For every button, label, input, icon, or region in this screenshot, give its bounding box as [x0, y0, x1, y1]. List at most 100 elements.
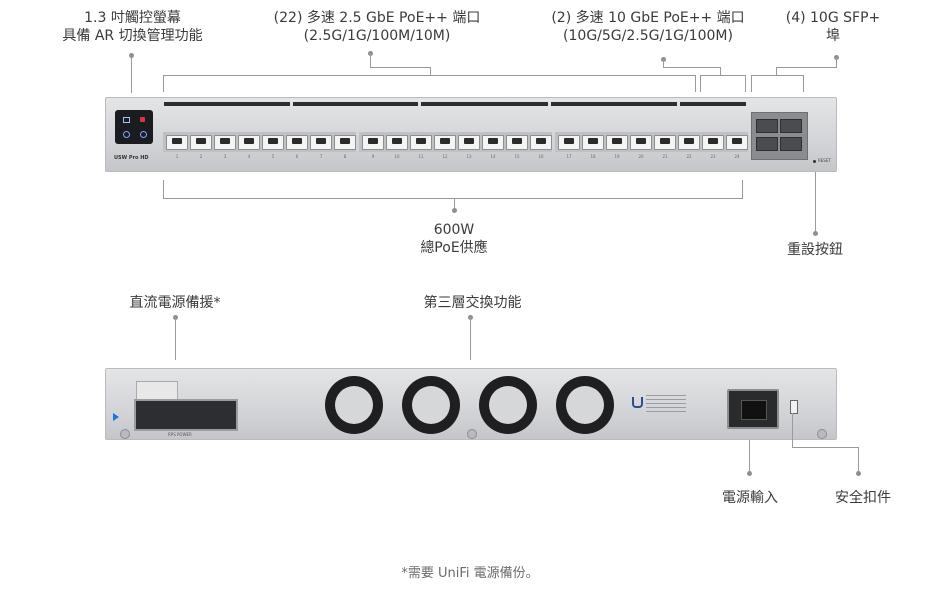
- rj45-port-16[interactable]: [530, 135, 552, 150]
- leader-sfp-h1: [776, 67, 837, 68]
- port-number-label: 24: [734, 154, 740, 159]
- screen-icon-bl: [123, 131, 130, 138]
- security-lock-slot[interactable]: [790, 400, 798, 414]
- rj45-port-9[interactable]: [362, 135, 384, 150]
- port-number-label: 23: [710, 154, 716, 159]
- touchscreen-label-line2: 具備 AR 切換管理功能: [62, 28, 203, 44]
- rj45-port-8[interactable]: [334, 135, 356, 150]
- leader-10g-h1: [663, 67, 720, 68]
- rj45-port-17[interactable]: [558, 135, 580, 150]
- leader-sfp-v2: [776, 67, 777, 75]
- port-number-label: 2: [199, 154, 203, 159]
- rj45-port-4[interactable]: [238, 135, 260, 150]
- ports-10g-label-line1: (2) 多速 10 GbE PoE++ 端口: [551, 10, 745, 26]
- leader-rps: [175, 317, 176, 360]
- rj45-port-14[interactable]: [482, 135, 504, 150]
- rj45-port-13[interactable]: [458, 135, 480, 150]
- rj45-port-24[interactable]: [726, 135, 748, 150]
- footnote: *需要 UniFi 電源備份。: [401, 566, 539, 581]
- poe-bar-4: [551, 102, 677, 106]
- rj45-port-7[interactable]: [310, 135, 332, 150]
- ports-25g-label-line2: (2.5G/1G/100M/10M): [303, 28, 451, 44]
- bracket-25g-right: [695, 75, 696, 92]
- rj45-port-19[interactable]: [606, 135, 628, 150]
- port-number-label: 10: [394, 154, 400, 159]
- touchscreen-display[interactable]: [115, 110, 153, 144]
- port-number-label: 7: [319, 154, 323, 159]
- rj45-port-18[interactable]: [582, 135, 604, 150]
- ubiquiti-logo-icon: [632, 397, 643, 408]
- leader-touchscreen-dot: [129, 53, 134, 58]
- bracket-10g-right: [745, 75, 746, 92]
- sfp-label-line2: 埠: [826, 28, 840, 44]
- rj45-port-5[interactable]: [262, 135, 284, 150]
- sfp-label-line1: (4) 10G SFP+: [785, 10, 881, 26]
- rear-screw-mid: [467, 429, 477, 439]
- reset-label: 重設按鈕: [787, 242, 843, 258]
- leader-reset-dot: [813, 231, 818, 236]
- leader-25g-v2: [430, 67, 431, 75]
- rj45-port-2[interactable]: [190, 135, 212, 150]
- regulatory-text: [646, 395, 686, 415]
- sfp-port-3[interactable]: [756, 137, 778, 151]
- reset-small-label: RESET: [818, 158, 831, 163]
- rps-connector-label: RPS POWER: [168, 432, 192, 437]
- sfp-port-2[interactable]: [780, 119, 802, 133]
- rj45-port-21[interactable]: [654, 135, 676, 150]
- port-number-label: 21: [662, 154, 668, 159]
- switch-rear-panel: RPS POWER: [105, 368, 837, 440]
- sfp-cage: [751, 112, 808, 160]
- poe-label: 600W 總PoE供應: [394, 221, 514, 257]
- port-number-label: 6: [295, 154, 299, 159]
- rj45-port-15[interactable]: [506, 135, 528, 150]
- leader-security-dot: [856, 471, 861, 476]
- sfp-port-1[interactable]: [756, 119, 778, 133]
- leader-poe-dot: [452, 208, 457, 213]
- port-number-label: 12: [442, 154, 448, 159]
- port-number-label: 1: [175, 154, 179, 159]
- leader-10g-v1: [663, 59, 664, 67]
- port-number-label: 14: [490, 154, 496, 159]
- bracket-sfp-right: [803, 75, 804, 92]
- leader-sfp-v1: [836, 57, 837, 67]
- rj45-port-22[interactable]: [678, 135, 700, 150]
- rj45-port-23[interactable]: [702, 135, 724, 150]
- fan-4: [556, 376, 614, 434]
- screen-icon-tr: [140, 117, 145, 122]
- port-number-label: 17: [566, 154, 572, 159]
- rj45-port-20[interactable]: [630, 135, 652, 150]
- rj45-port-1[interactable]: [166, 135, 188, 150]
- rj45-port-10[interactable]: [386, 135, 408, 150]
- leader-25g-h1: [370, 67, 430, 68]
- port-number-label: 16: [538, 154, 544, 159]
- port-number-label: 4: [247, 154, 251, 159]
- rj45-port-3[interactable]: [214, 135, 236, 150]
- screen-icon-br: [140, 131, 147, 138]
- ports-25g-label-line1: (22) 多速 2.5 GbE PoE++ 端口: [273, 10, 481, 26]
- rj45-port-6[interactable]: [286, 135, 308, 150]
- port-number-label: 8: [343, 154, 347, 159]
- layer3-label: 第三層交換功能: [423, 295, 522, 311]
- redundant-power-label: 直流電源備援*: [129, 295, 221, 311]
- reset-button[interactable]: [813, 160, 816, 163]
- port-number-label: 9: [371, 154, 375, 159]
- bracket-10g-left: [700, 75, 701, 92]
- bracket-poe-bottom: [163, 198, 743, 199]
- rj45-port-11[interactable]: [410, 135, 432, 150]
- rps-connector[interactable]: [134, 399, 238, 431]
- port-number-label: 19: [614, 154, 620, 159]
- poe-bar-3: [421, 102, 548, 106]
- power-input-label: 電源輸入: [722, 490, 778, 506]
- power-inlet[interactable]: [727, 389, 779, 429]
- poe-label-line1: 600W: [433, 222, 475, 238]
- bracket-25g-top: [163, 75, 695, 76]
- bracket-sfp-top: [751, 75, 803, 76]
- ports-25g-label: (22) 多速 2.5 GbE PoE++ 端口 (2.5G/1G/100M/1…: [262, 9, 492, 45]
- poe-bar-1: [164, 102, 290, 106]
- bracket-poe-left: [163, 180, 164, 198]
- rj45-port-12[interactable]: [434, 135, 456, 150]
- port-number-label: 20: [638, 154, 644, 159]
- sfp-port-4[interactable]: [780, 137, 802, 151]
- bracket-25g-left: [163, 75, 164, 92]
